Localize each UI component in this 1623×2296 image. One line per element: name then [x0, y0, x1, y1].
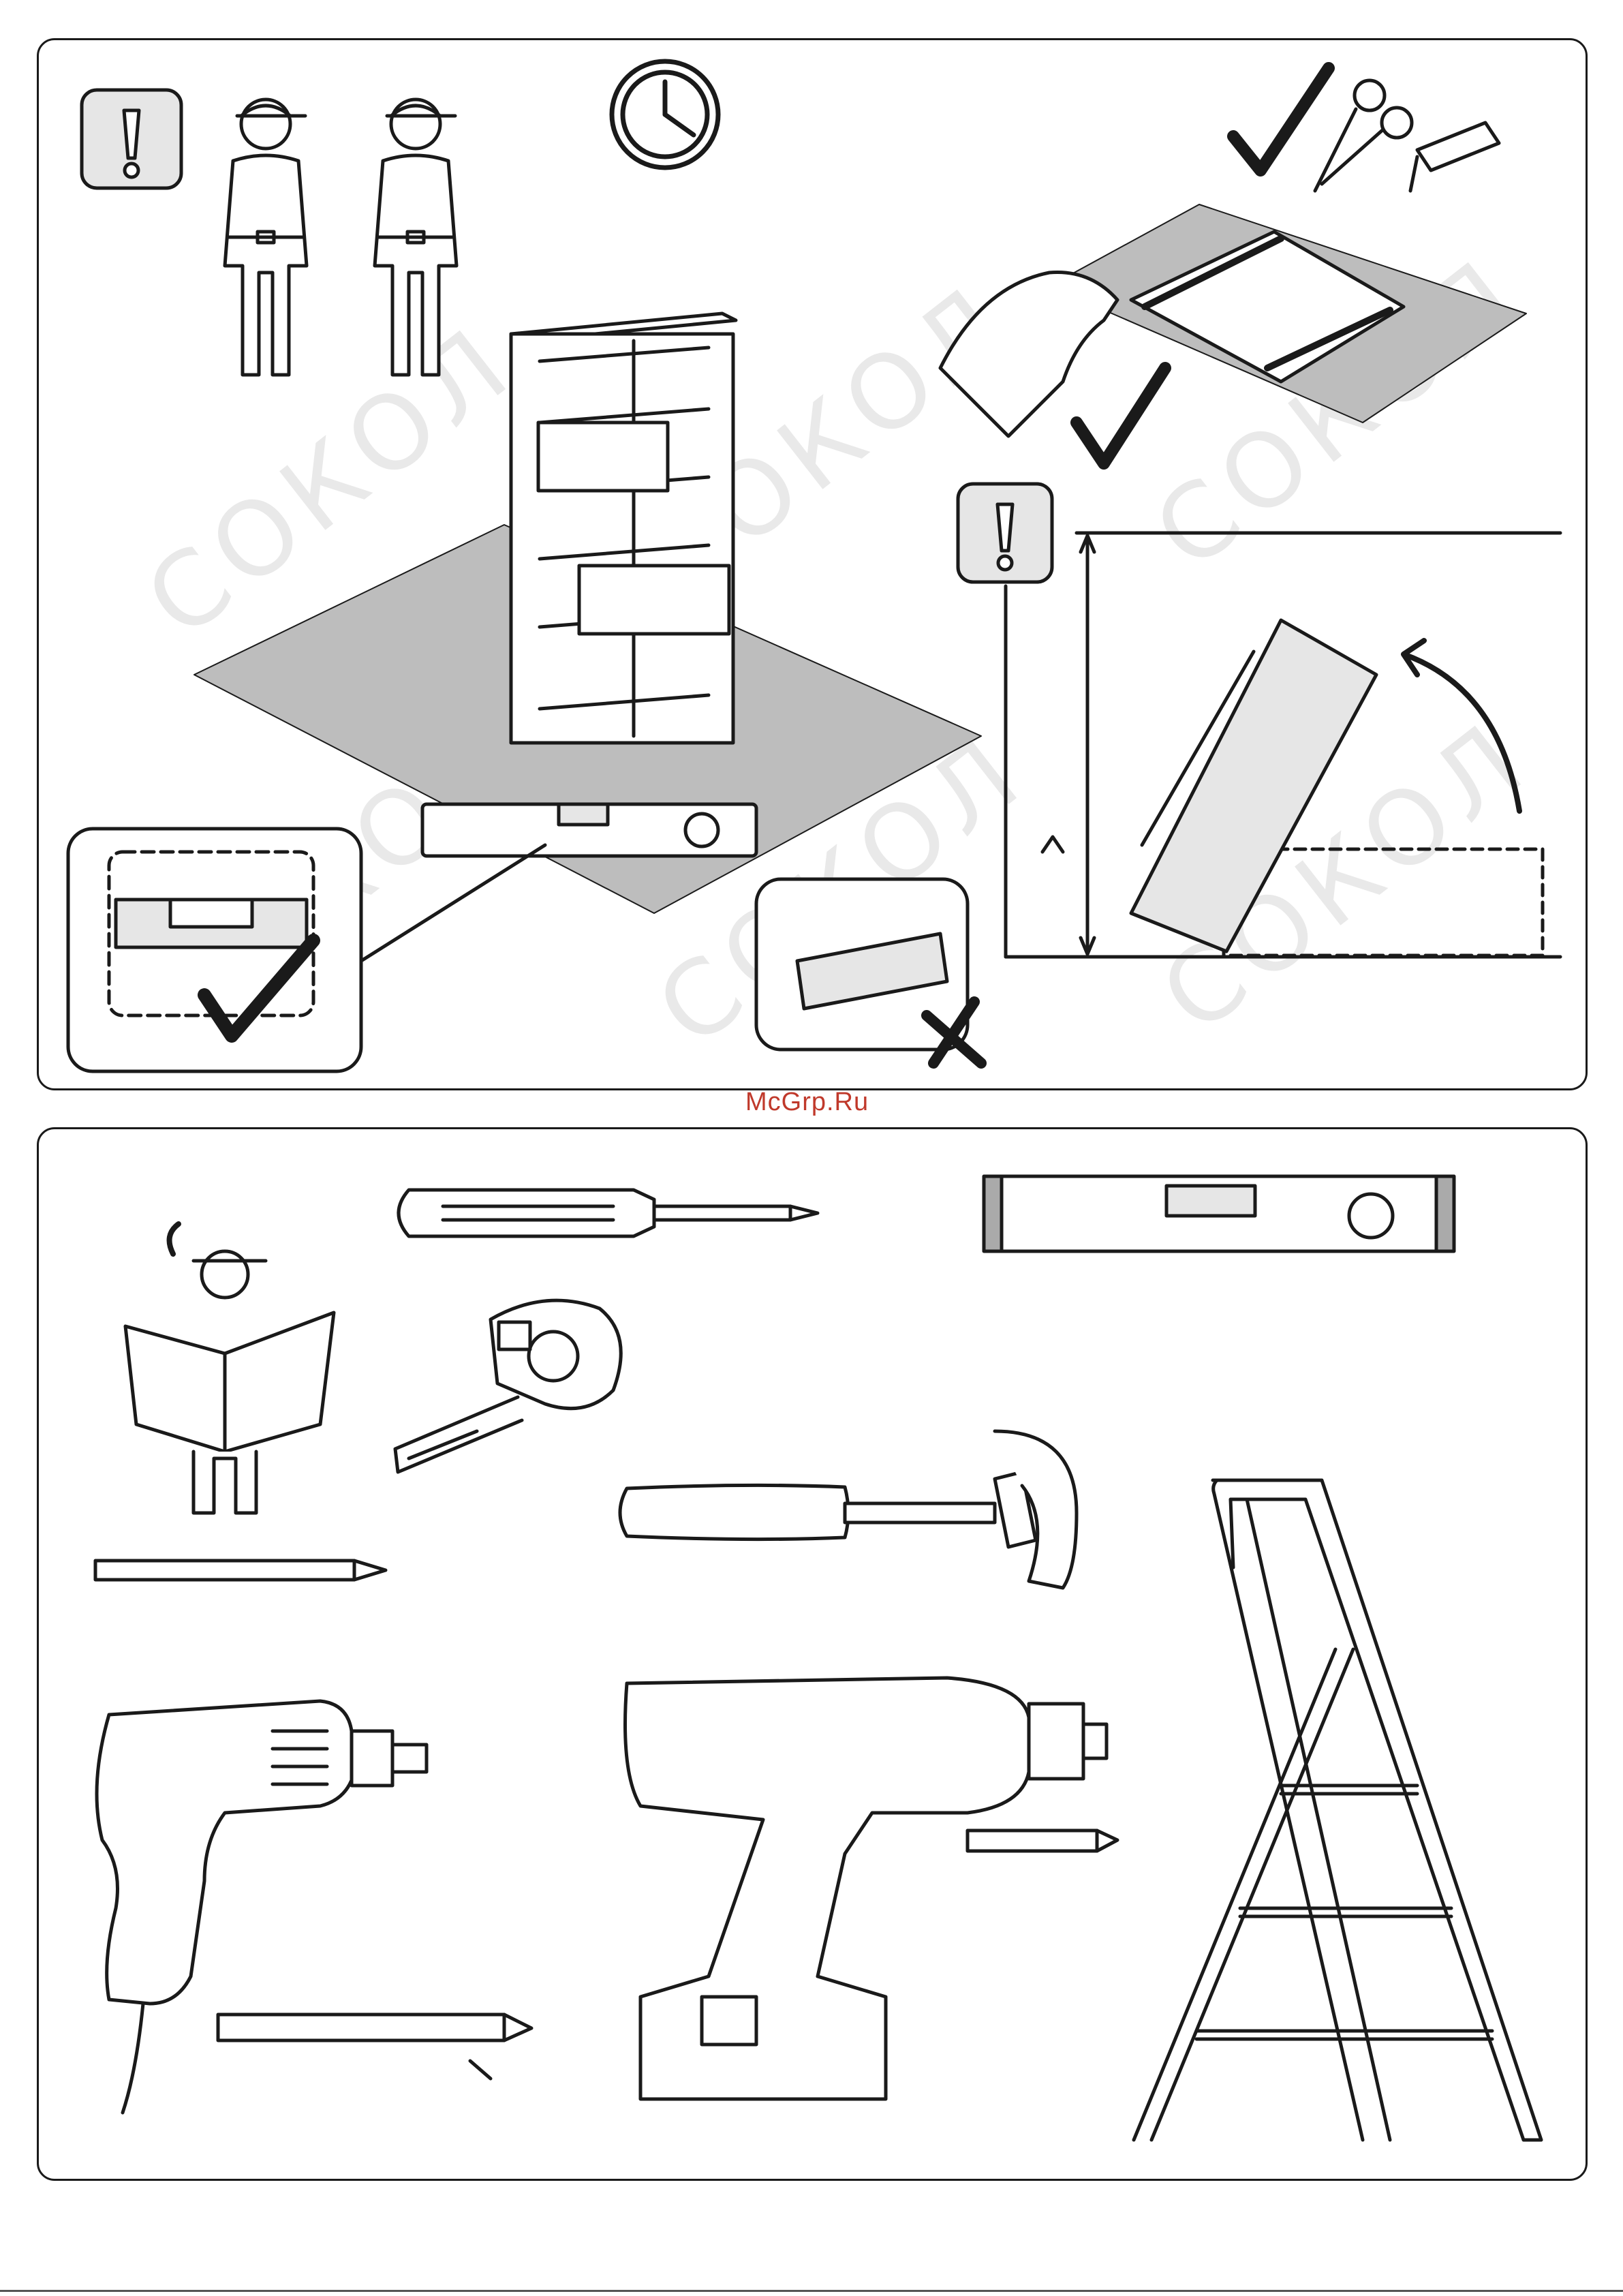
step-ladder-icon [1134, 1480, 1541, 2140]
hammer-icon [620, 1431, 1077, 1588]
footer-divider [0, 2290, 1623, 2292]
screwdriver-icon [399, 1190, 818, 1236]
screwdriver-bit-icon [968, 1831, 1117, 1851]
tape-measure-icon [395, 1300, 621, 1472]
electric-drill-icon [97, 1701, 427, 2113]
cordless-screwdriver-icon [625, 1678, 1107, 2099]
drill-bit-icon [218, 2015, 531, 2079]
pencil-icon [95, 1561, 386, 1580]
person-reading-manual-icon [125, 1224, 334, 1513]
spirit-level-icon [984, 1176, 1454, 1251]
